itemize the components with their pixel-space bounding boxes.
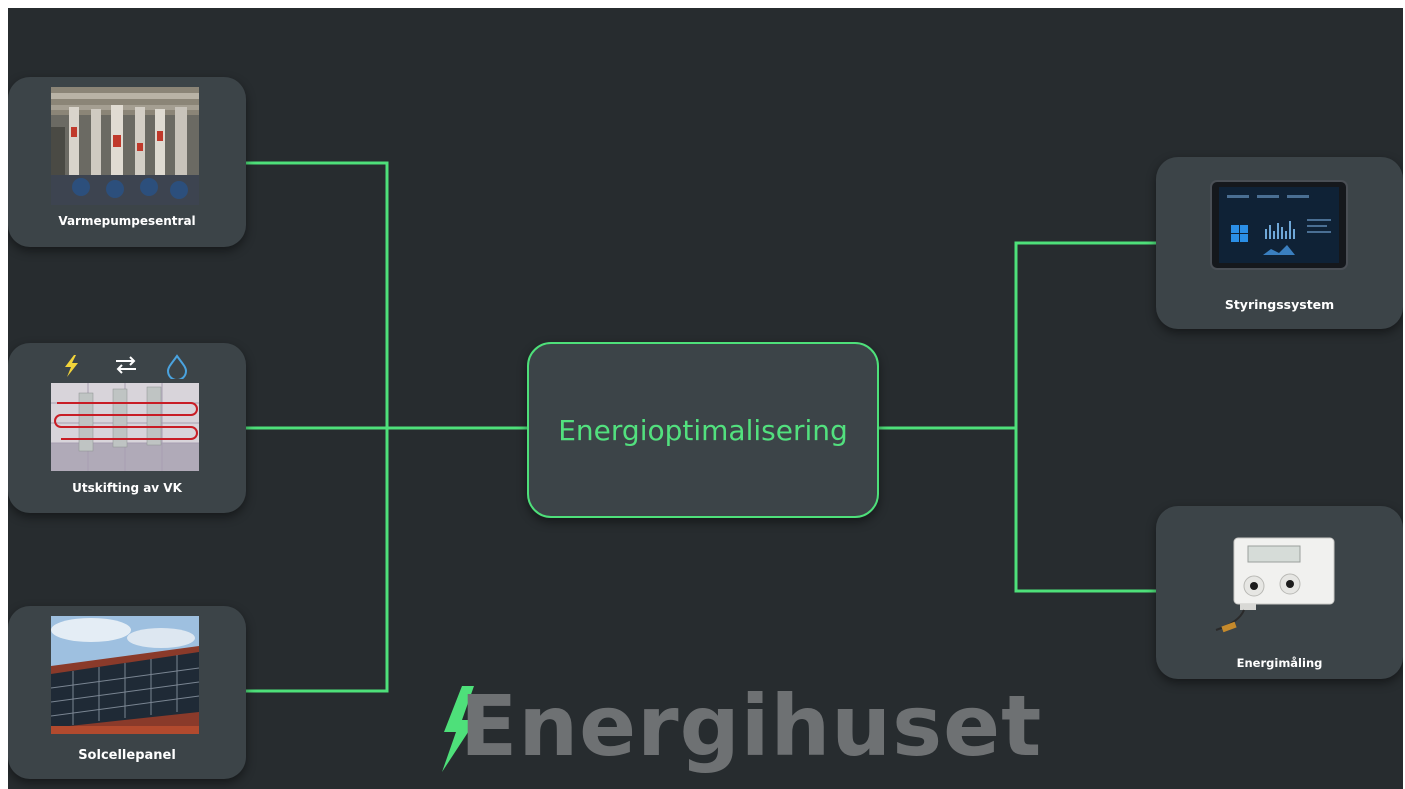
- energy-meter-graphic: [1215, 537, 1335, 633]
- solar-panel-graphic: [51, 616, 199, 734]
- energy-meter-image: [1214, 534, 1336, 640]
- energioptimalisering-hub[interactable]: Energioptimalisering: [527, 342, 879, 518]
- logo-wordmark: Energihuset: [460, 677, 1043, 775]
- card-solcellepanel[interactable]: Solcellepanel: [8, 606, 246, 779]
- floor-heating-image: [51, 383, 199, 471]
- energihuset-logo: Energihuset: [428, 676, 1041, 786]
- card-utskifting-vk[interactable]: Utskifting av VK: [8, 343, 246, 513]
- card-label-styringssystem: Styringssystem: [1224, 297, 1335, 312]
- floor-heating-graphic: [51, 383, 199, 471]
- icon-row: [60, 353, 200, 381]
- connector-solcelle: [246, 428, 389, 693]
- exchange-arrows-icon: [116, 356, 136, 374]
- water-drop-icon: [166, 354, 188, 381]
- connector-styring: [877, 241, 1156, 430]
- control-tablet-image: [1209, 179, 1349, 271]
- connector-varmepumpe: [246, 161, 389, 428]
- diagram-canvas: Varmepumpesentral: [8, 8, 1403, 789]
- card-styringssystem[interactable]: Styringssystem: [1156, 157, 1403, 329]
- control-tablet-graphic: [1210, 180, 1348, 270]
- card-varmepumpesentral[interactable]: Varmepumpesentral: [8, 77, 246, 247]
- lightning-icon: [65, 355, 78, 377]
- card-label-energimaling: Energimåling: [1236, 656, 1323, 670]
- heat-pump-graphic: [51, 87, 199, 205]
- card-label-solcellepanel: Solcellepanel: [78, 748, 176, 763]
- solar-panel-image: [51, 616, 199, 734]
- logo-bolt-icon: [442, 686, 476, 772]
- windows-logo-icon: [1231, 225, 1248, 242]
- connector-lines: [246, 161, 1156, 693]
- card-label-varmepumpesentral: Varmepumpesentral: [58, 214, 196, 228]
- card-energimaling[interactable]: Energimåling: [1156, 506, 1403, 679]
- card-label-utskifting-vk: Utskifting av VK: [72, 481, 182, 495]
- hub-label: Energioptimalisering: [558, 413, 848, 447]
- connector-energimaling: [1014, 428, 1156, 593]
- icon-row-graphic: [65, 354, 188, 381]
- heat-pump-image: [51, 87, 199, 205]
